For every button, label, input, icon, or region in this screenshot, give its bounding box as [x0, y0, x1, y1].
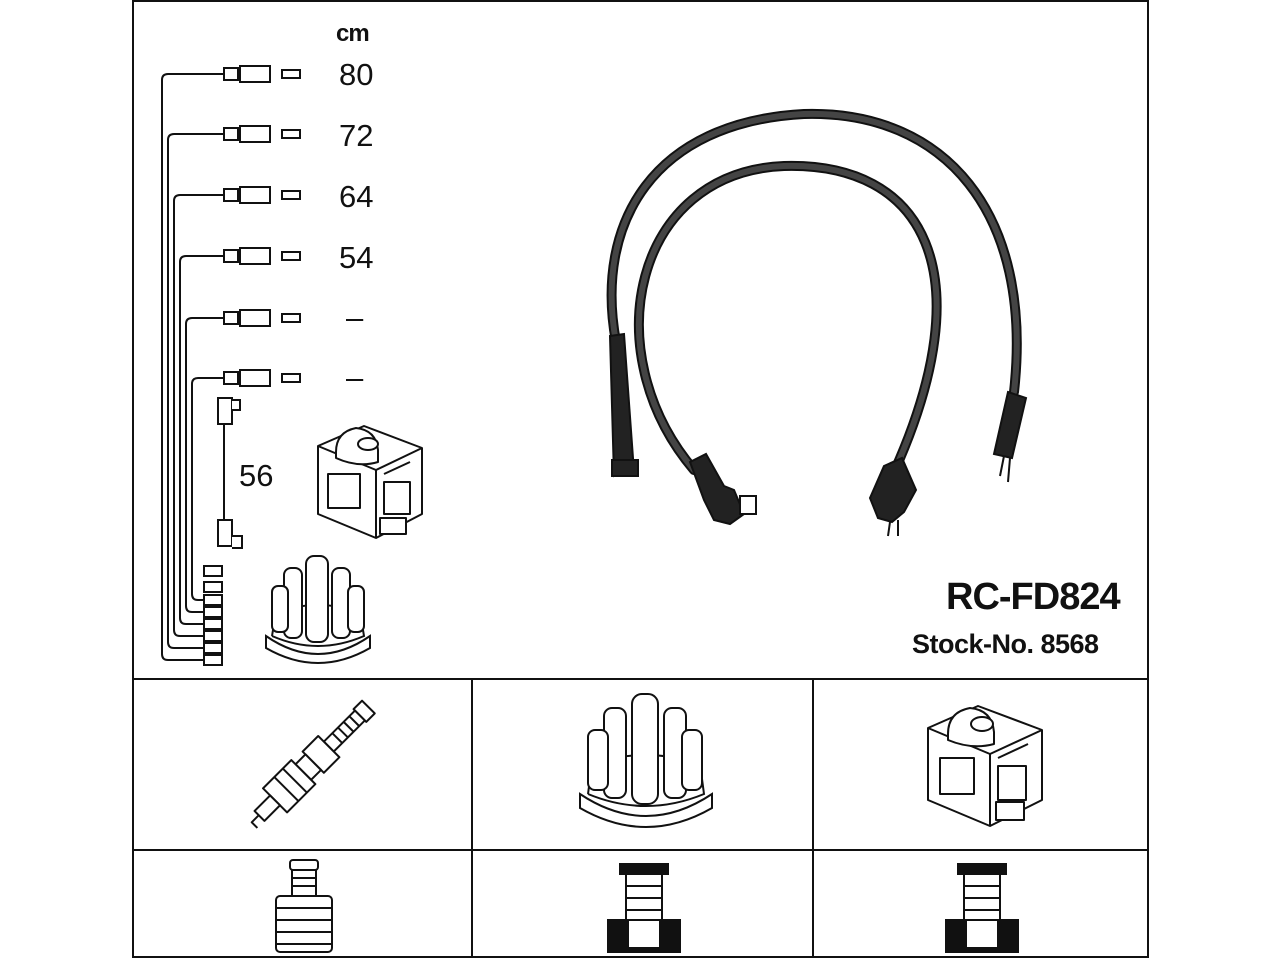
lead-length-1: 80: [339, 57, 374, 92]
lead-length-6: –: [346, 360, 364, 395]
coil-connector-icon: [945, 863, 1019, 953]
lead-schematic-icon: [161, 65, 301, 666]
divider-bottom: [134, 849, 1149, 851]
unit-label: cm: [336, 20, 370, 47]
lead-length-3: 64: [339, 179, 374, 214]
divider-top: [134, 678, 1149, 680]
spark-plug-icon: [250, 699, 376, 829]
stock-number: Stock-No. 8568: [912, 629, 1099, 659]
distributor-cap-icon-large: [579, 693, 713, 828]
lead-length-5: –: [346, 300, 364, 335]
ignition-cable-set-icon: [606, 108, 1028, 537]
lead-length-4: 54: [339, 240, 374, 275]
divider-col-1: [471, 678, 473, 958]
ignition-coil-icon-large: [927, 705, 1043, 827]
coil-lead-length: 56: [239, 458, 274, 493]
spark-plug-connector-icon: [275, 859, 333, 953]
distributor-cap-icon: [265, 555, 371, 664]
distributor-connector-icon: [607, 863, 681, 953]
diagram-sheet: cm 80 72 64 54 – – 56 RC-FD824 Stock-No.…: [132, 0, 1149, 958]
lead-length-2: 72: [339, 118, 374, 153]
divider-col-2: [812, 678, 814, 958]
part-number: RC-FD824: [946, 576, 1121, 618]
ignition-coil-icon: [317, 425, 423, 539]
